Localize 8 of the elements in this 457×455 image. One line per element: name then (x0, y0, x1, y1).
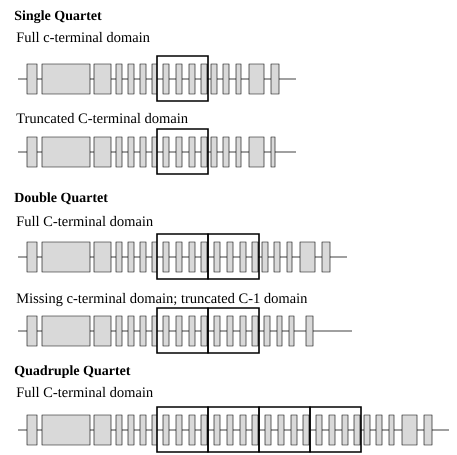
section-heading: Quadruple Quartet (14, 365, 130, 378)
variant-label: Missing c-terminal domain; truncated C-1 domain (16, 292, 308, 306)
variant-label: Full C-terminal domain (16, 216, 153, 226)
section-heading: Single Quartet (14, 10, 102, 24)
variant-label: Truncated C-terminal domain (16, 112, 188, 124)
variant-label: Full c-terminal domain (16, 32, 150, 42)
variant-label: Full C-terminal domain (16, 386, 153, 398)
section-heading: Double Quartet (14, 192, 108, 204)
